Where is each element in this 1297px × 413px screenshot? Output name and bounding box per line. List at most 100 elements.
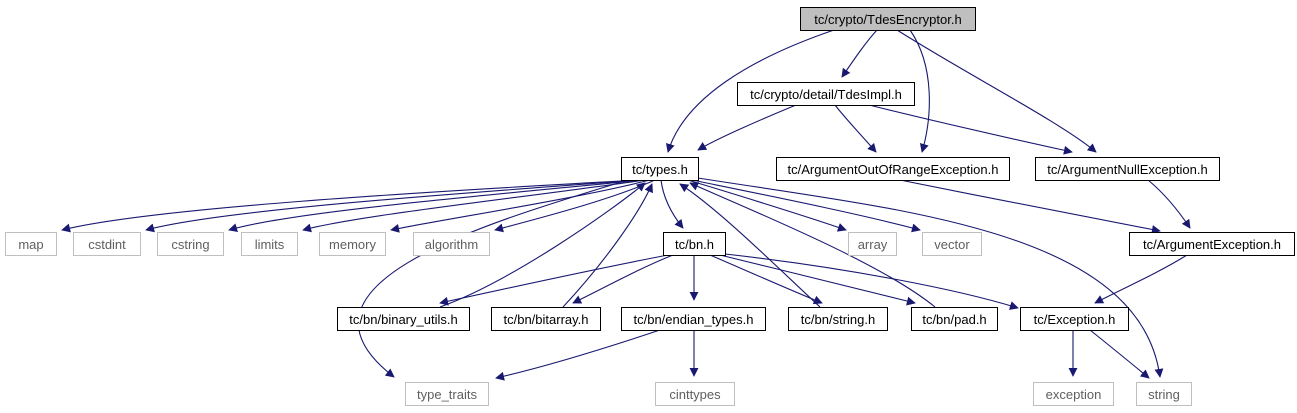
node-label: string: [1148, 387, 1180, 402]
node-box[interactable]: [1129, 232, 1295, 256]
edge-root-to-anull: [896, 29, 1097, 153]
node-label: cstring: [171, 237, 209, 252]
node-exception_h[interactable]: tc/Exception.h: [1020, 307, 1129, 331]
edge-binutils-to-types: [439, 182, 646, 308]
node-label: tc/crypto/detail/TdesImpl.h: [750, 87, 902, 102]
node-box[interactable]: [663, 232, 726, 256]
node-label: map: [18, 237, 43, 252]
node-label: tc/crypto/TdesEncryptor.h: [814, 12, 961, 27]
node-endian[interactable]: tc/bn/endian_types.h: [621, 307, 766, 331]
node-label: type_traits: [417, 387, 477, 402]
edge-anull-to-argexc: [1147, 179, 1191, 229]
edge-types-to-string: [697, 177, 1164, 378]
edge-bnstring-to-types: [679, 183, 821, 308]
node-box: [73, 232, 141, 256]
node-map: map: [5, 232, 57, 256]
edge-types-to-bn: [660, 179, 684, 229]
node-anull[interactable]: tc/ArgumentNullException.h: [1035, 157, 1220, 181]
edge-types-to-cstdint: [145, 179, 642, 233]
node-box[interactable]: [776, 157, 1010, 181]
node-pad[interactable]: tc/bn/pad.h: [911, 307, 998, 331]
edge-types-to-cstring: [228, 179, 644, 233]
node-box: [157, 232, 224, 256]
node-vector: vector: [922, 232, 982, 256]
node-box[interactable]: [800, 7, 976, 31]
node-bitarray[interactable]: tc/bn/bitarray.h: [491, 307, 601, 331]
node-argexc[interactable]: tc/ArgumentException.h: [1129, 232, 1295, 256]
edge-tdesimpl-to-aoor: [834, 104, 877, 153]
edges-layer: [61, 29, 1191, 381]
node-box: [319, 232, 386, 256]
node-label: tc/types.h: [632, 162, 688, 177]
edge-types-to-limits: [302, 179, 646, 233]
node-box: [655, 382, 735, 406]
node-algorithm: algorithm: [413, 232, 490, 256]
node-cinttypes: cinttypes: [655, 382, 735, 406]
edge-tdesimpl-to-types: [697, 104, 797, 151]
node-binutils[interactable]: tc/bn/binary_utils.h: [337, 307, 470, 331]
node-aoor[interactable]: tc/ArgumentOutOfRangeException.h: [776, 157, 1010, 181]
node-box: [1033, 382, 1114, 406]
edge-types-to-array: [687, 179, 847, 232]
node-label: tc/Exception.h: [1034, 312, 1116, 327]
node-label: tc/ArgumentException.h: [1143, 237, 1281, 252]
node-box: [848, 232, 897, 256]
node-label: vector: [934, 237, 970, 252]
node-label: exception: [1046, 387, 1102, 402]
edge-types-to-map: [61, 179, 641, 233]
edge-types-to-type_traits: [357, 179, 629, 378]
node-memory: memory: [319, 232, 386, 256]
edge-bn-to-exception_h: [724, 253, 1019, 310]
edge-exception_h-to-string: [1089, 329, 1150, 379]
node-array: array: [848, 232, 897, 256]
node-box: [1136, 382, 1192, 406]
node-label: tc/bn/binary_utils.h: [349, 312, 457, 327]
node-box[interactable]: [1020, 307, 1129, 331]
node-cstdint: cstdint: [73, 232, 141, 256]
node-box[interactable]: [737, 82, 915, 106]
edge-endian-to-type_traits: [495, 329, 661, 381]
node-box[interactable]: [621, 157, 699, 181]
node-label: tc/bn/string.h: [801, 312, 875, 327]
edge-bn-to-bnstring: [709, 254, 823, 305]
node-tdesimpl[interactable]: tc/crypto/detail/TdesImpl.h: [737, 82, 915, 106]
node-label: cstdint: [88, 237, 126, 252]
edge-bn-to-pad: [719, 254, 916, 306]
node-cstring: cstring: [157, 232, 224, 256]
node-label: algorithm: [425, 237, 478, 252]
node-box: [922, 232, 982, 256]
node-box[interactable]: [1035, 157, 1220, 181]
node-root[interactable]: tc/crypto/TdesEncryptor.h: [800, 7, 976, 31]
edge-root-to-types: [665, 29, 835, 153]
edge-types-to-vector: [691, 179, 921, 233]
node-box[interactable]: [337, 307, 470, 331]
node-bn[interactable]: tc/bn.h: [663, 232, 726, 256]
node-exception: exception: [1033, 382, 1114, 406]
node-label: tc/bn/bitarray.h: [503, 312, 588, 327]
node-box[interactable]: [621, 307, 766, 331]
node-label: tc/bn.h: [675, 237, 714, 252]
node-label: tc/bn/pad.h: [922, 312, 986, 327]
node-label: memory: [329, 237, 376, 252]
edge-aoor-to-argexc: [899, 179, 1161, 234]
node-box[interactable]: [911, 307, 998, 331]
node-label: tc/ArgumentOutOfRangeException.h: [787, 162, 998, 177]
node-label: array: [858, 237, 888, 252]
node-box: [405, 382, 489, 406]
edge-bn-to-bitarray: [572, 254, 674, 304]
edge-types-to-memory: [390, 179, 651, 233]
nodes-layer: tc/crypto/TdesEncryptor.h tc/crypto/detai…: [5, 7, 1295, 406]
node-box: [413, 232, 490, 256]
edge-pad-to-types: [689, 182, 936, 308]
node-types[interactable]: tc/types.h: [621, 157, 699, 181]
node-box[interactable]: [788, 307, 888, 331]
edge-bitarray-to-types: [562, 183, 653, 308]
node-label: cinttypes: [669, 387, 721, 402]
node-type_traits: type_traits: [405, 382, 489, 406]
node-box[interactable]: [491, 307, 601, 331]
node-bnstring[interactable]: tc/bn/string.h: [788, 307, 888, 331]
edge-types-to-algorithm: [494, 179, 656, 233]
node-label: tc/ArgumentNullException.h: [1047, 162, 1207, 177]
node-string: string: [1136, 382, 1192, 406]
